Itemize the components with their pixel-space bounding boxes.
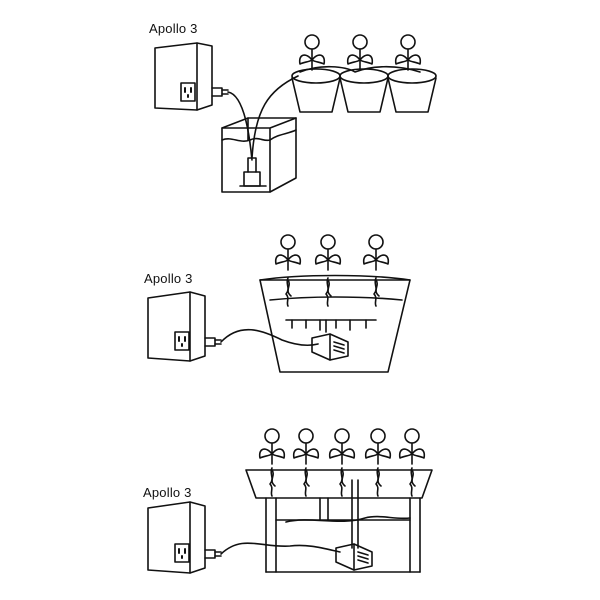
plants-3: [258, 428, 426, 497]
device-label-2: Apollo 3: [144, 271, 193, 286]
power-cord-2: [221, 330, 318, 346]
controller-box-2: [148, 292, 221, 361]
device-label-1: Apollo 3: [149, 21, 198, 36]
panel-2: [148, 234, 410, 373]
controller-box-3: [148, 502, 221, 573]
controller-box-1: [155, 43, 228, 110]
basin-2: [260, 276, 410, 373]
pots-1: [292, 34, 436, 112]
power-cord-3: [221, 543, 340, 554]
panel-3: [148, 428, 432, 573]
raft-stand-3: [246, 470, 432, 572]
plants-2: [274, 234, 390, 307]
panel-1: [155, 34, 436, 192]
tubing-1: [252, 76, 298, 158]
reservoir-tank-1: [222, 118, 296, 192]
device-label-3: Apollo 3: [143, 485, 192, 500]
